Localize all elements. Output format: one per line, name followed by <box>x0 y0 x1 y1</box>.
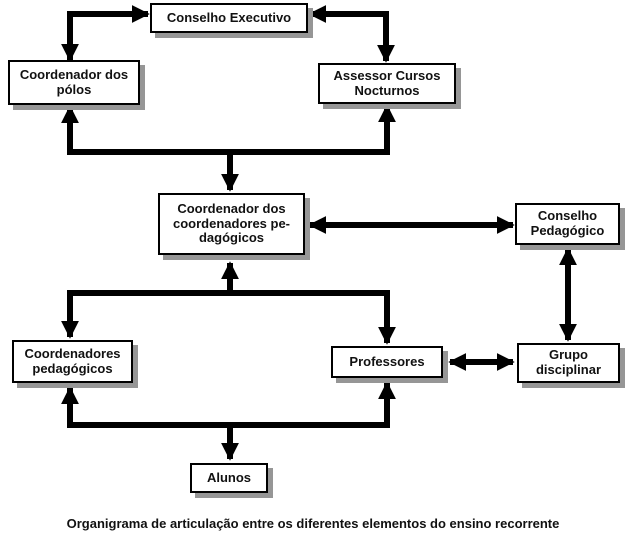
node-alunos: Alunos <box>190 463 268 493</box>
arrow-conselho-executivo-assessor <box>308 5 395 63</box>
arrow-bus-coordenadores-professores-top <box>61 290 396 345</box>
node-coordenadores-pedagogicos: Coordenadores pedagógicos <box>12 340 133 383</box>
arrow-bus-polos-assessor <box>61 104 396 155</box>
node-conselho-executivo: Conselho Executivo <box>150 3 308 33</box>
arrow-polos-conselho-executivo <box>61 5 150 62</box>
node-assessor-cursos-nocturnos: Assessor Cursos Nocturnos <box>318 63 456 104</box>
arrow-bus-coordenadores-professores-bottom <box>61 381 396 428</box>
node-grupo-disciplinar: Grupo disciplinar <box>517 343 620 383</box>
node-coordenador-dos-polos: Coordenador dos pólos <box>8 60 140 105</box>
node-conselho-pedagogico: Conselho Pedagógico <box>515 203 620 245</box>
node-coordenador-dos-coordenadores-pedagogicos: Coordenador dos coordenadores pe- dagógi… <box>158 193 305 255</box>
node-professores: Professores <box>331 346 443 378</box>
diagram-caption: Organigrama de articulação entre os dife… <box>66 516 560 531</box>
